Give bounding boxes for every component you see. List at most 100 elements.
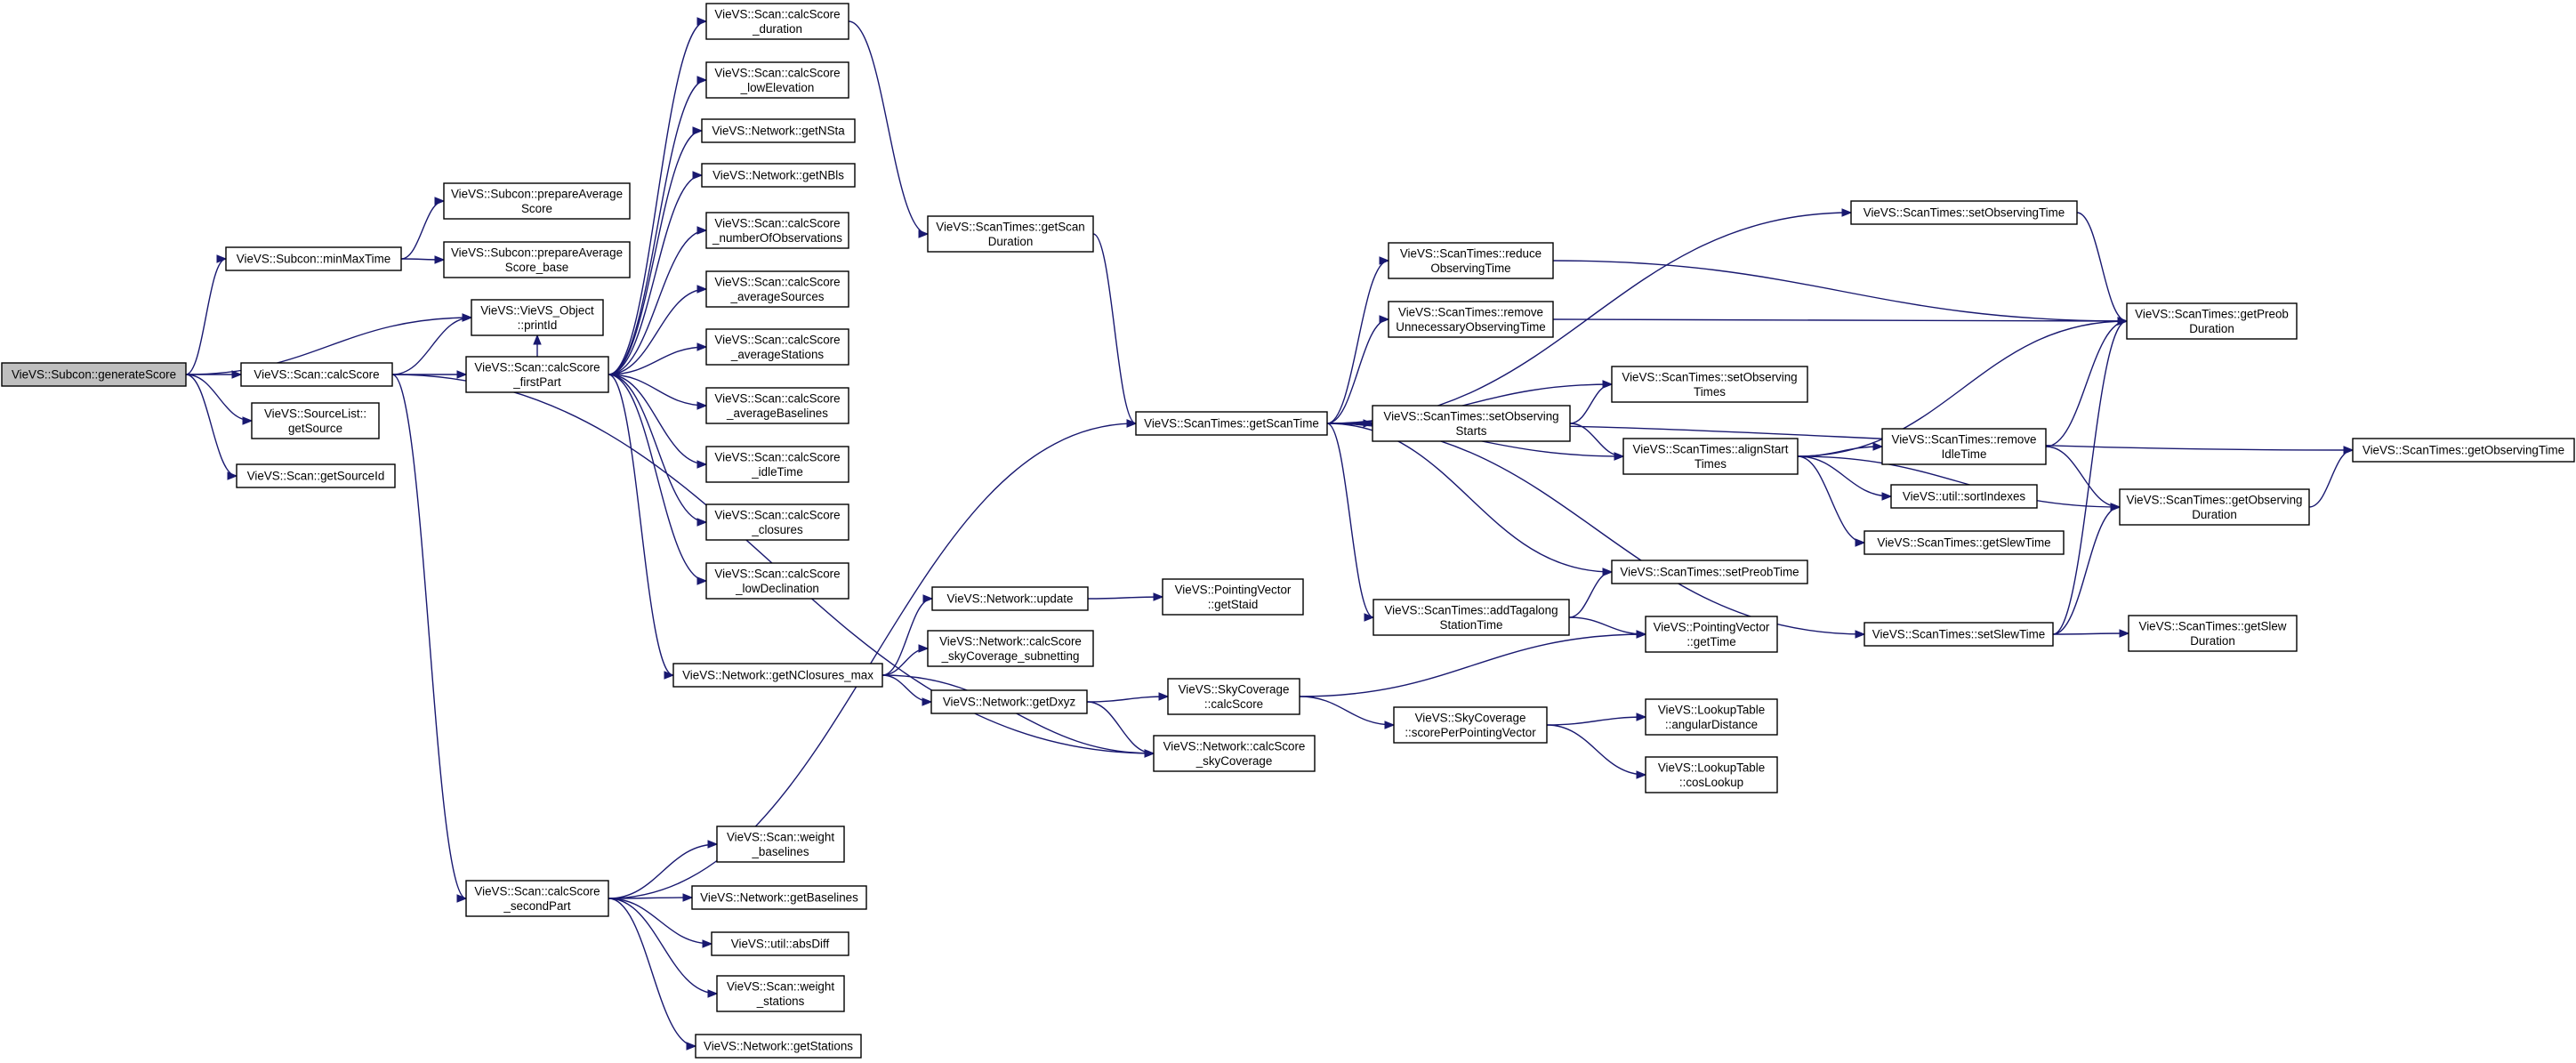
node-setPreobTime[interactable]: VieVS::ScanTimes::setPreobTime — [1611, 560, 1808, 584]
call-edge — [608, 840, 719, 899]
call-edge-line — [1087, 596, 1163, 600]
node-box — [705, 387, 849, 424]
node-closures[interactable]: VieVS::Scan::calcScore_closures — [705, 503, 849, 541]
node-box — [1850, 200, 2078, 225]
call-edge — [185, 374, 254, 425]
node-lowElev[interactable]: VieVS::Scan::calcScore_lowElevation — [705, 61, 849, 99]
node-label: VieVS::Scan::calcScore — [714, 66, 840, 79]
node-numObs[interactable]: VieVS::Scan::calcScore_numberOfObservati… — [705, 212, 849, 249]
node-angDist[interactable]: VieVS::LookupTable::angularDistance — [1645, 698, 1778, 736]
node-getObsTime[interactable]: VieVS::ScanTimes::getObservingTime — [2352, 438, 2575, 463]
arrowhead — [216, 254, 228, 263]
node-avgBl[interactable]: VieVS::Scan::calcScore_averageBaselines — [705, 387, 849, 424]
node-getNClosuresMax[interactable]: VieVS::Network::getNClosures_max — [672, 663, 883, 688]
node-lowDecl[interactable]: VieVS::Scan::calcScore_lowDeclination — [705, 562, 849, 600]
call-edge-line — [1092, 233, 1137, 424]
node-label: VieVS::ScanTimes::setSlewTime — [1872, 628, 2045, 641]
node-label: _closures — [751, 523, 803, 536]
node-scorePerPV[interactable]: VieVS::SkyCoverage::scorePerPointingVect… — [1393, 706, 1548, 744]
node-label: VieVS::Network::getStations — [704, 1040, 853, 1053]
node-getSource[interactable]: VieVS::SourceList::getSource — [251, 402, 380, 439]
call-edge — [1546, 724, 1647, 779]
call-edge — [608, 374, 708, 527]
node-getDxyz[interactable]: VieVS::Network::getDxyz — [930, 689, 1088, 714]
node-getScanTime[interactable]: VieVS::ScanTimes::getScanTime — [1135, 411, 1328, 436]
node-firstPart[interactable]: VieVS::Scan::calcScore_firstPart — [465, 356, 609, 393]
node-label: VieVS::ScanTimes::getScanTime — [1144, 417, 1319, 431]
call-edge — [2076, 212, 2129, 326]
arrowhead — [918, 230, 930, 238]
arrowhead — [1855, 630, 1866, 639]
node-pvGetStaid[interactable]: VieVS::PointingVector::getStaid — [1162, 578, 1304, 616]
call-edge-line — [1569, 423, 1624, 457]
node-label: VieVS::SkyCoverage — [1179, 682, 1290, 696]
node-duration[interactable]: VieVS::Scan::calcScore_duration — [705, 3, 849, 40]
node-weightSta[interactable]: VieVS::Scan::weight_stations — [716, 975, 845, 1012]
node-printId[interactable]: VieVS::VieVS_Object::printId — [471, 299, 604, 336]
node-getSourceId[interactable]: VieVS::Scan::getSourceId — [236, 463, 396, 488]
node-netSkyCov[interactable]: VieVS::Network::calcScore_skyCoverage — [1153, 735, 1316, 772]
node-secondPart[interactable]: VieVS::Scan::calcScore_secondPart — [465, 880, 609, 917]
node-label: ::calcScore — [1204, 697, 1263, 711]
node-skyCovSub[interactable]: VieVS::Network::calcScore_skyCoverage_su… — [927, 630, 1094, 667]
node-setObsTime[interactable]: VieVS::ScanTimes::setObservingTime — [1850, 200, 2078, 225]
call-edge-line — [391, 317, 472, 375]
arrowhead — [696, 342, 708, 351]
node-getNBls[interactable]: VieVS::Network::getNBls — [701, 163, 856, 188]
node-box — [691, 885, 867, 910]
node-pvGetTime[interactable]: VieVS::PointingVector::getTime — [1645, 616, 1778, 653]
node-weightBl[interactable]: VieVS::Scan::weight_baselines — [716, 825, 845, 863]
node-getNSta[interactable]: VieVS::Network::getNSta — [701, 118, 856, 143]
node-cosLookup[interactable]: VieVS::LookupTable::cosLookup — [1645, 756, 1778, 793]
node-box — [2119, 488, 2310, 526]
arrowhead — [1855, 538, 1866, 547]
node-box — [443, 241, 631, 278]
node-removeUnnec[interactable]: VieVS::ScanTimes::removeUnnecessaryObser… — [1388, 301, 1554, 338]
node-absDiff[interactable]: VieVS::util::absDiff — [711, 931, 849, 956]
node-generateScore[interactable]: VieVS::Subcon::generateScore — [1, 362, 187, 387]
call-edge-line — [1797, 455, 2121, 508]
node-box — [927, 630, 1094, 667]
node-label: VieVS::ScanTimes::setObserving — [1383, 409, 1558, 423]
node-box — [1864, 530, 2065, 555]
node-sortIndexes[interactable]: VieVS::util::sortIndexes — [1890, 484, 2038, 509]
call-edge — [185, 374, 238, 480]
node-box — [1, 362, 187, 387]
arrowhead — [1153, 592, 1164, 601]
node-avgSrc[interactable]: VieVS::Scan::calcScore_averageSources — [705, 270, 849, 308]
node-getStations[interactable]: VieVS::Network::getStations — [695, 1034, 862, 1059]
node-box — [705, 212, 849, 249]
call-edge-line — [2052, 506, 2121, 635]
node-netUpdate[interactable]: VieVS::Network::update — [931, 586, 1089, 611]
node-calcScore[interactable]: VieVS::Scan::calcScore — [240, 362, 393, 387]
node-getBaselines[interactable]: VieVS::Network::getBaselines — [691, 885, 867, 910]
node-setSlewTime[interactable]: VieVS::ScanTimes::setSlewTime — [1864, 622, 2054, 647]
node-label: VieVS::Scan::calcScore — [714, 391, 840, 405]
node-skyCalc[interactable]: VieVS::SkyCoverage::calcScore — [1167, 678, 1300, 715]
node-box — [1645, 698, 1778, 736]
node-idleTime[interactable]: VieVS::Scan::calcScore_idleTime — [705, 446, 849, 483]
node-box — [927, 215, 1094, 253]
call-edge-line — [608, 898, 696, 1047]
node-box — [1864, 622, 2054, 647]
node-label: VieVS::ScanTimes::addTagalong — [1384, 603, 1558, 616]
node-minMaxTime[interactable]: VieVS::Subcon::minMaxTime — [225, 246, 402, 271]
node-getSlewTime[interactable]: VieVS::ScanTimes::getSlewTime — [1864, 530, 2065, 555]
node-box — [1153, 735, 1316, 772]
node-label: VieVS::SkyCoverage — [1415, 711, 1526, 724]
node-label: VieVS::Network::update — [947, 592, 1074, 606]
node-avgSta[interactable]: VieVS::Scan::calcScore_averageStations — [705, 328, 849, 366]
arrowhead — [696, 401, 708, 410]
